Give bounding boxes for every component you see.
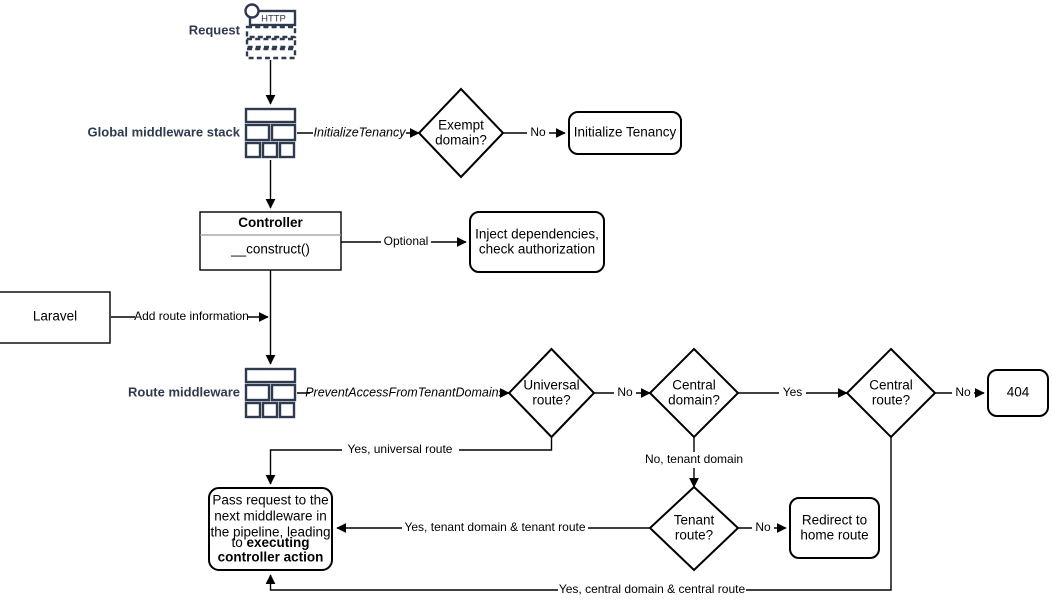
node-pass-request-line3: the pipeline, leading (210, 525, 330, 540)
node-exempt-domain[interactable]: Exempt domain? (417, 87, 505, 179)
node-404-label: 404 (1007, 385, 1030, 400)
node-central-route-line2: route? (872, 393, 910, 408)
node-tenant-route-line2: route? (675, 528, 713, 543)
edge-label-central-route-yes-text: Yes, central domain & central route (559, 582, 746, 596)
node-controller-header: Controller (238, 215, 303, 230)
edge-label-add-route-information: Add route information (134, 309, 249, 325)
edge-label-controller-optional-text: Optional (384, 234, 429, 248)
middleware-stack-icon-global (244, 107, 297, 159)
edge-label-tenant-route-yes-text: Yes, tenant domain & tenant route (404, 520, 585, 534)
node-inject-dependencies-line2: check authorization (479, 242, 595, 257)
node-central-route-line1: Central (869, 378, 913, 393)
node-inject-dependencies-line1: Inject dependencies, (475, 227, 599, 242)
node-exempt-domain-line2: domain? (435, 133, 487, 148)
node-central-domain[interactable]: Central domain? (648, 347, 740, 439)
edge-label-central-route-yes: Yes, central domain & central route (558, 582, 746, 598)
node-universal-route[interactable]: Universal route? (507, 347, 596, 439)
edge-label-exempt-domain-no-text: No (530, 125, 546, 139)
edge-label-central-route-no-text: No (955, 385, 971, 399)
edge-label-initialize-tenancy-text: InitializeTenancy (314, 125, 407, 139)
node-initialize-tenancy-label: Initialize Tenancy (574, 125, 677, 140)
http-request-icon: HTTP (244, 3, 297, 60)
node-tenant-route-line1: Tenant (674, 513, 715, 528)
edge-label-universal-route-yes-text: Yes, universal route (348, 442, 453, 456)
edge-label-prevent-access: PreventAccessFromTenantDomains (305, 385, 505, 401)
node-central-route[interactable]: Central route? (845, 347, 937, 439)
svg-text:to executing: to executing (231, 535, 309, 550)
node-controller-body: __construct() (230, 242, 310, 257)
edge-label-universal-route-no: No (614, 385, 636, 401)
side-label-global-middleware-stack: Global middleware stack (88, 124, 241, 139)
edge-label-central-domain-no: No, tenant domain (643, 452, 745, 468)
side-label-route-middleware: Route middleware (128, 384, 240, 399)
edge-label-central-domain-yes-text: Yes (783, 385, 803, 399)
edge-label-central-route-no: No (952, 385, 974, 401)
node-exempt-domain-line1: Exempt (438, 118, 484, 133)
edge-label-central-domain-no-text: No, tenant domain (645, 452, 743, 466)
node-pass-request-line5: controller action (218, 550, 324, 565)
edge-label-tenant-route-yes: Yes, tenant domain & tenant route (402, 520, 588, 536)
node-universal-route-line2: route? (532, 393, 570, 408)
node-redirect-home-line1: Redirect to (802, 513, 867, 528)
node-pass-request[interactable]: Pass request to the next middleware in t… (208, 487, 333, 571)
middleware-stack-icon-route (244, 367, 297, 419)
edge-label-universal-route-no-text: No (617, 385, 633, 399)
node-redirect-home-line2: home route (800, 528, 868, 543)
edge-label-prevent-access-text: PreventAccessFromTenantDomains (305, 385, 505, 399)
node-universal-route-line1: Universal (523, 378, 579, 393)
node-redirect-home[interactable]: Redirect to home route (789, 497, 880, 559)
edge-label-universal-route-yes: Yes, universal route (342, 442, 459, 458)
node-pass-request-line1: Pass request to the (212, 493, 328, 508)
node-central-domain-line2: domain? (668, 393, 720, 408)
http-request-icon-label: HTTP (261, 14, 286, 25)
edge-label-initialize-tenancy: InitializeTenancy (313, 125, 406, 141)
node-pass-request-line4-plain: to (231, 535, 246, 550)
edge-label-tenant-route-no: No (752, 520, 774, 536)
node-controller[interactable]: Controller __construct() (199, 211, 342, 271)
node-initialize-tenancy[interactable]: Initialize Tenancy (568, 111, 682, 155)
node-tenant-route[interactable]: Tenant route? (648, 485, 740, 572)
node-laravel[interactable]: Laravel (0, 291, 111, 344)
edge-label-add-route-information-text: Add route information (134, 309, 249, 323)
edge-label-exempt-domain-no: No (527, 125, 549, 141)
node-central-domain-line1: Central (672, 378, 716, 393)
node-pass-request-line2: next middleware in (214, 509, 327, 524)
edge-label-tenant-route-no-text: No (755, 520, 771, 534)
edge-label-controller-optional: Optional (381, 234, 431, 250)
side-label-request: Request (189, 22, 241, 37)
node-404[interactable]: 404 (987, 369, 1049, 417)
edge-label-central-domain-yes: Yes (779, 385, 806, 401)
node-inject-dependencies[interactable]: Inject dependencies, check authorization (469, 211, 605, 273)
node-laravel-label: Laravel (33, 309, 77, 324)
node-pass-request-line4-bold: executing (246, 535, 309, 550)
